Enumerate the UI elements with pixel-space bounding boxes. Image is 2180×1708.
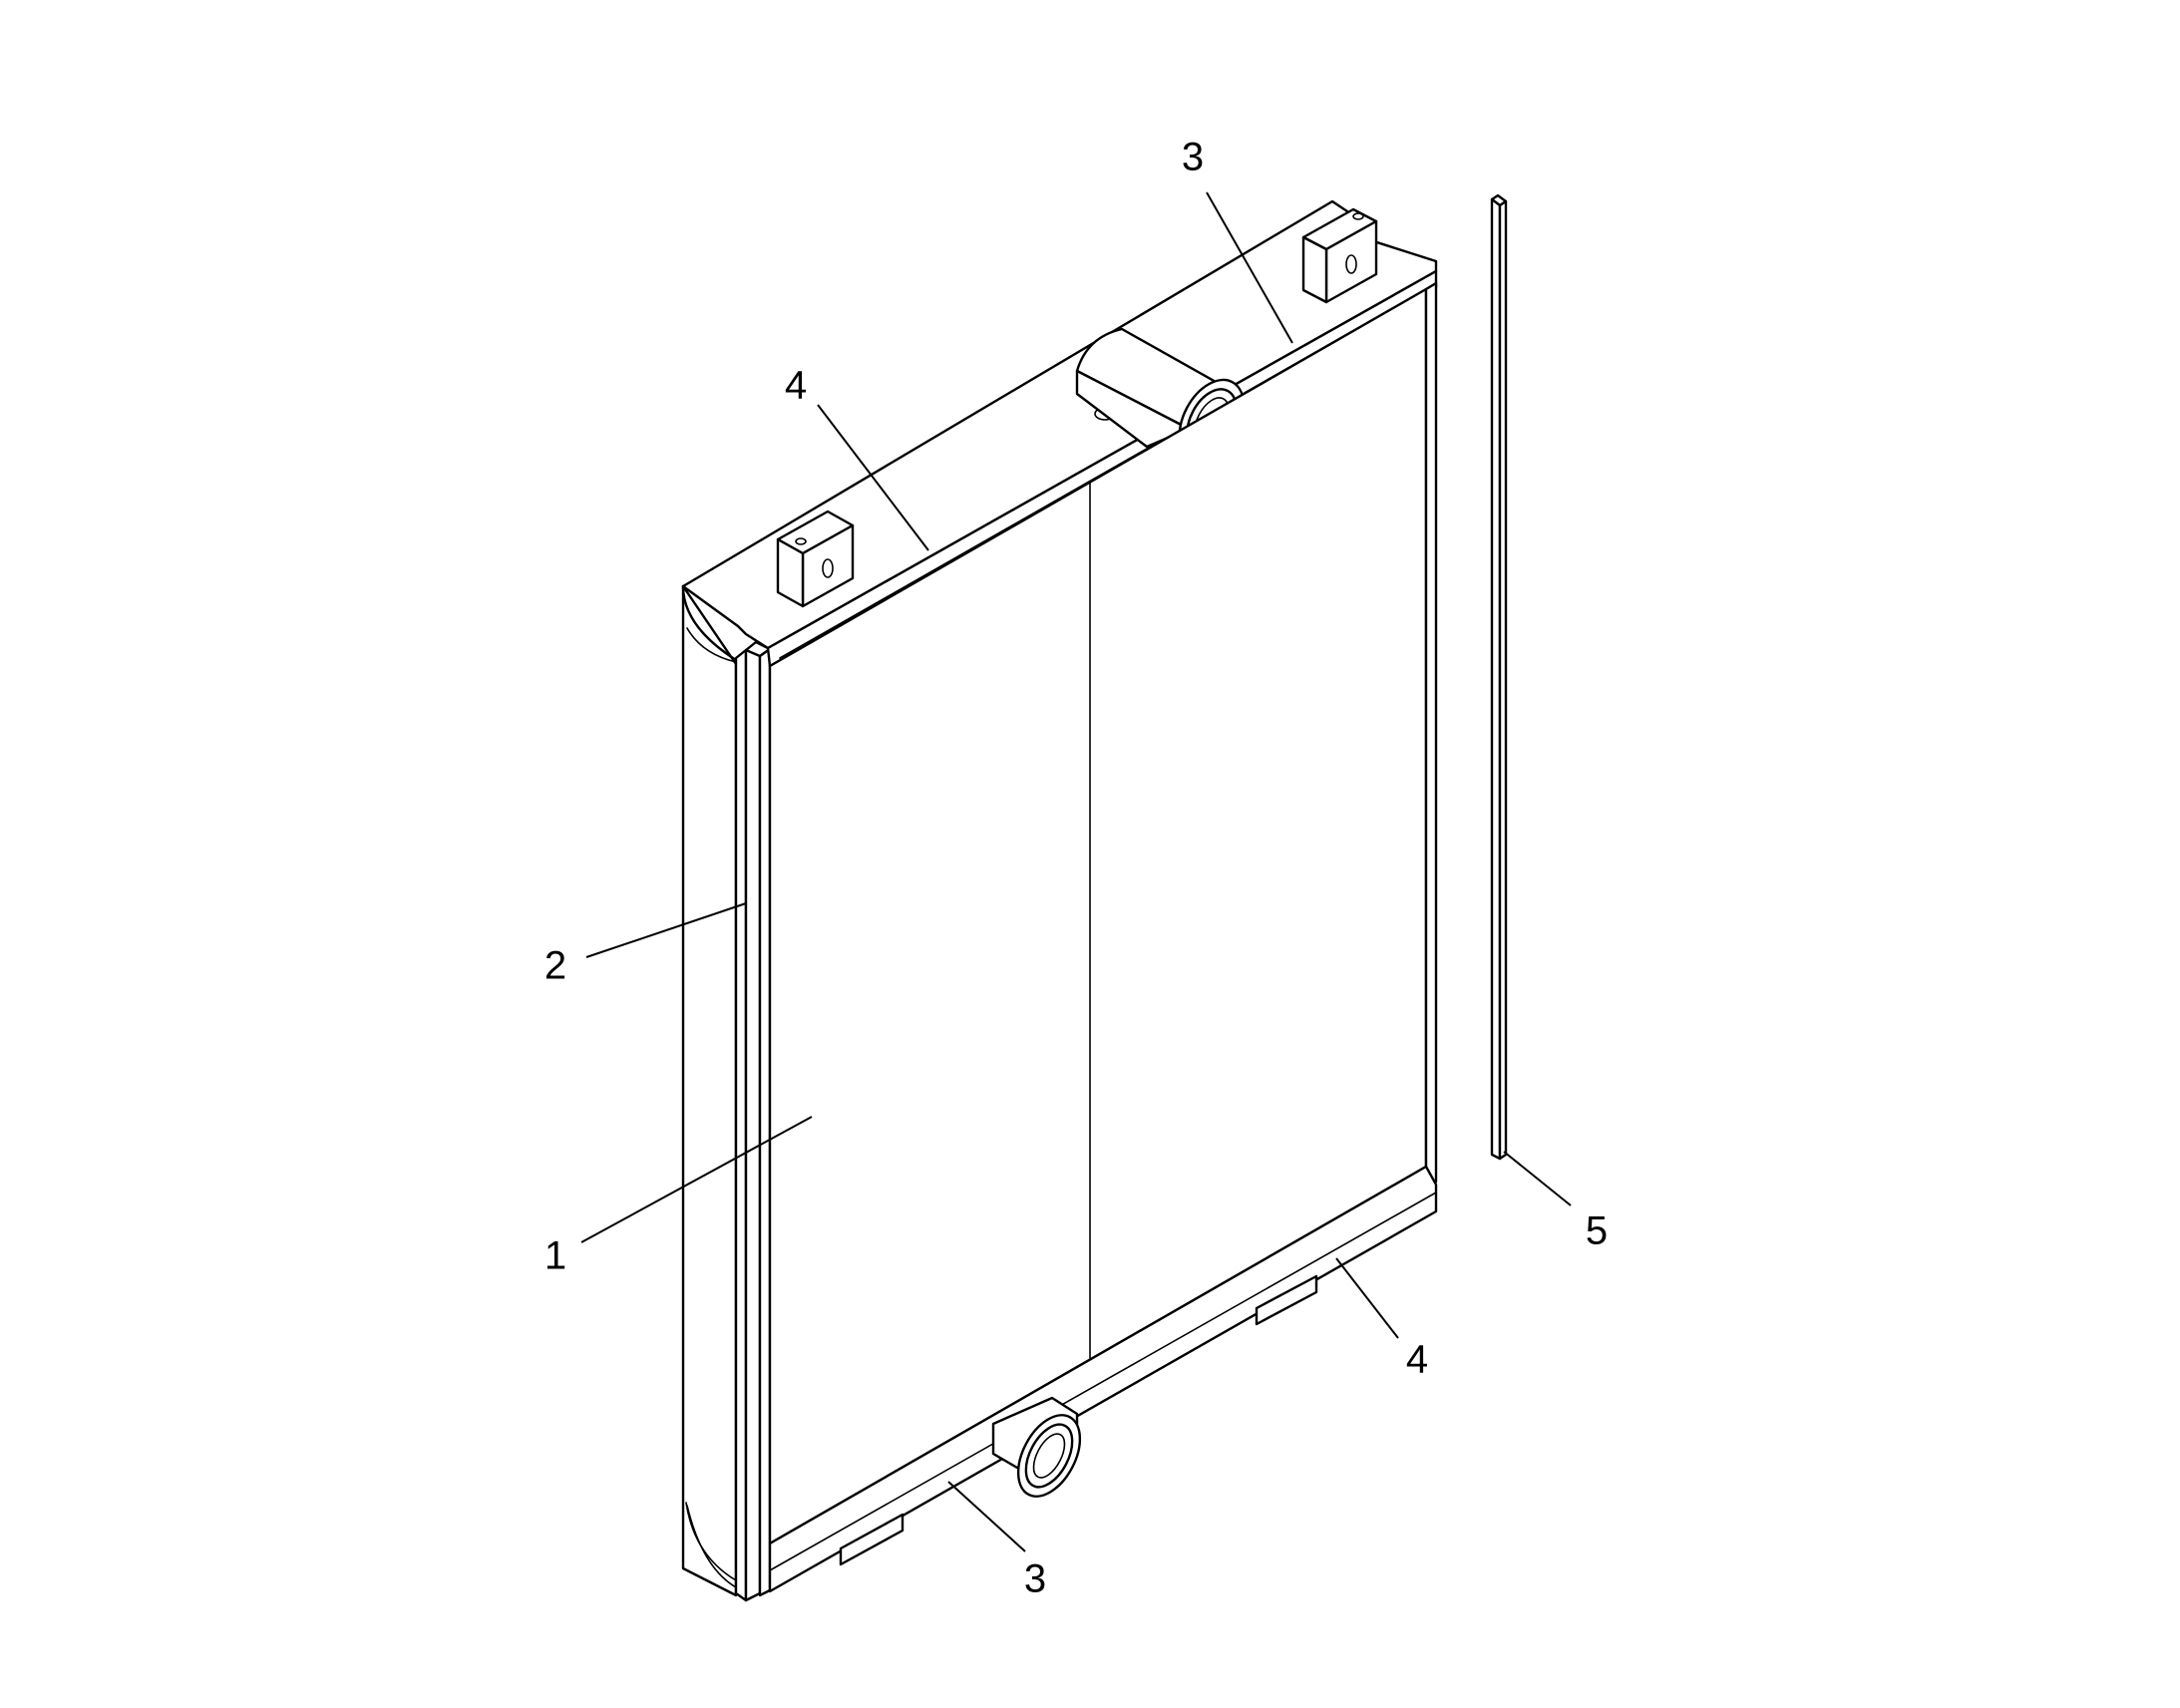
callout-4-top: 4	[785, 364, 807, 408]
callout-3-bottom: 3	[1024, 1557, 1046, 1601]
side-tank	[681, 584, 768, 1597]
leader-lines	[580, 191, 1572, 1552]
callout-labels: 1 2 3 4 3 4 5	[545, 136, 1608, 1601]
leader-4-bottom	[1335, 1257, 1399, 1339]
callout-5: 5	[1586, 1209, 1608, 1253]
callout-1: 1	[545, 1234, 566, 1278]
seal-strip	[1490, 193, 1508, 1161]
right-frame-member	[1424, 281, 1438, 1189]
leader-5	[1503, 1151, 1572, 1206]
leader-1	[580, 1116, 813, 1243]
left-frame-member	[734, 640, 772, 1602]
bottom-inlet-pipe	[991, 1396, 1082, 1498]
leader-4-top	[817, 404, 929, 551]
leader-2	[585, 902, 747, 958]
leader-3-top	[1206, 191, 1293, 344]
bottom-header	[685, 1165, 1438, 1593]
leader-3-bottom	[947, 1481, 1026, 1552]
callout-4-bottom: 4	[1406, 1338, 1428, 1382]
callout-3-top: 3	[1182, 136, 1204, 179]
callout-2: 2	[545, 944, 566, 988]
